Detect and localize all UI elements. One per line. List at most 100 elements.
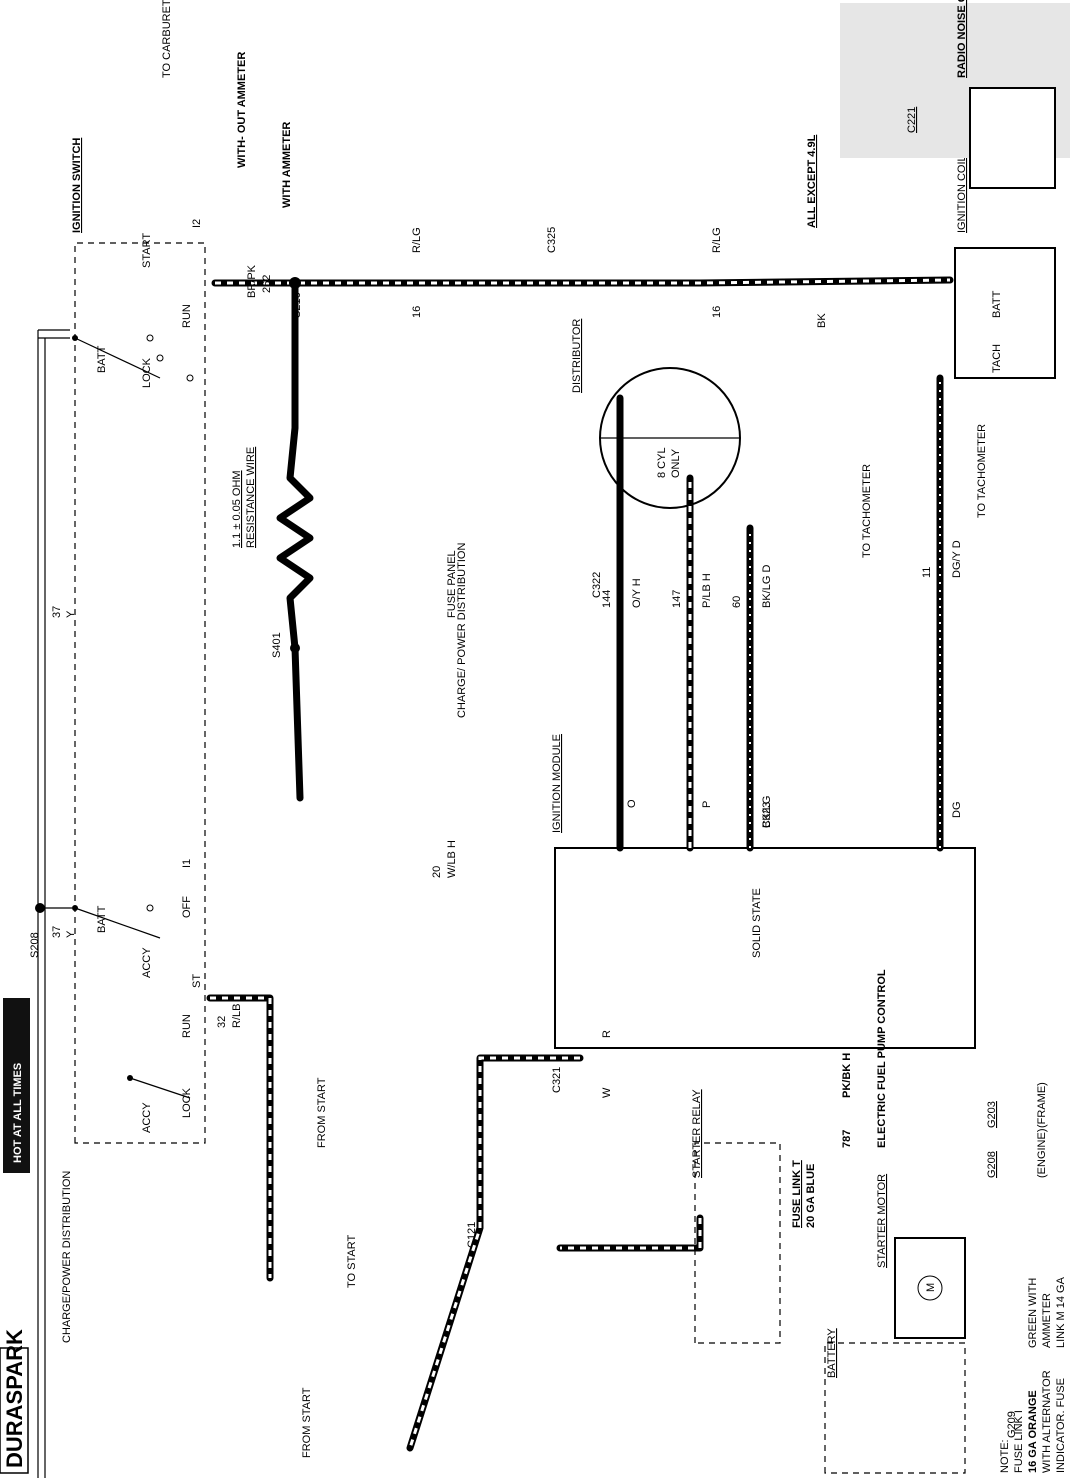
hot-banner-text: HOT AT ALL TIMES bbox=[12, 1063, 24, 1163]
wire-bk: BK bbox=[816, 313, 828, 328]
c221-label: C221 bbox=[906, 107, 918, 133]
subtitle-text: CHARGE/POWER DISTRIBUTION bbox=[61, 1171, 73, 1343]
capacitor-box bbox=[969, 87, 1056, 189]
note-line-7: GREEN WITH bbox=[1027, 1278, 1039, 1348]
wire-oyh: O/Y H bbox=[631, 578, 643, 608]
pos-lock-3: LOCK bbox=[181, 1087, 193, 1118]
ammeter-notes: WITH AMMETER WITH- OUT AMMETER bbox=[236, 52, 293, 208]
fuel-pump-color: PK/BK H bbox=[841, 1053, 853, 1098]
g208-note: (ENGINE) bbox=[1036, 1129, 1048, 1179]
diagram-subtitle: CHARGE/POWER DISTRIBUTION bbox=[61, 1171, 73, 1343]
fuse-link-t-label: FUSE LINK T bbox=[791, 1160, 803, 1228]
wire-rlg-label-2: R/LG bbox=[711, 227, 723, 253]
starter-motor-m: M bbox=[925, 1283, 937, 1292]
note-line-2: FUSE LINK I bbox=[1013, 1410, 1025, 1473]
wire-147: 147 bbox=[671, 590, 683, 608]
radio-capacitor: RADIO NOISE CAPACITOR ALL EXCEPT 4.9L C2… bbox=[806, 0, 1070, 228]
wire-dgyd: DG/Y D bbox=[951, 540, 963, 578]
all-except-label: ALL EXCEPT 4.9L bbox=[806, 134, 818, 228]
wire-262: 262 bbox=[261, 275, 273, 293]
pos-off-2: OFF bbox=[181, 896, 193, 918]
wire-37-label-2: 37 bbox=[51, 926, 63, 938]
dest-charge-power: CHARGE/ POWER DISTRIBUTION bbox=[456, 543, 468, 718]
note-line-8: AMMETER bbox=[1041, 1293, 1053, 1348]
grounds: G208 (ENGINE) G203 (FRAME) bbox=[986, 1082, 1048, 1178]
pos-accy-3: ACCY bbox=[141, 1102, 153, 1133]
fuse-link-t-spec: 20 GA BLUE bbox=[805, 1164, 817, 1228]
g203-label: G209 bbox=[1006, 1411, 1018, 1438]
module-outputs: 144 O/Y H 147 P/LB H 60 BK/LG D 11 DG/Y … bbox=[601, 374, 963, 852]
ignition-coil-label: IGNITION COIL bbox=[956, 155, 968, 233]
note-line-5: INDICATOR. FUSE bbox=[1055, 1378, 1067, 1473]
connector-labels: C322 C321 C121 8 CYL ONLY bbox=[466, 447, 682, 1248]
wire-p: P bbox=[701, 801, 713, 808]
distributor: DISTRIBUTOR bbox=[571, 319, 741, 509]
wire-144: 144 bbox=[601, 590, 613, 608]
starter-relay-label: STARTER RELAY bbox=[691, 1089, 703, 1178]
wire-60: 60 bbox=[731, 596, 743, 608]
pos-lock-1: LOCK bbox=[141, 357, 153, 388]
coil-batt-label: BATT bbox=[991, 290, 1003, 318]
wire-w: W bbox=[601, 1087, 613, 1098]
note-line-1: NOTE: bbox=[999, 1439, 1011, 1473]
splice-s401 bbox=[290, 643, 300, 653]
starter-relay: STARTER RELAY bbox=[691, 1089, 781, 1344]
g209-note: (FRAME) bbox=[1036, 1082, 1048, 1128]
c325-label: C325 bbox=[546, 227, 558, 253]
wire-y-label-2: Y bbox=[65, 930, 77, 938]
wire-wlbh: W/LB H bbox=[446, 840, 458, 878]
starter-motor: M STARTER MOTOR bbox=[876, 1174, 966, 1339]
fuse-link-t: FUSE LINK T 20 GA BLUE bbox=[791, 1160, 817, 1228]
pos-batt-2: BATT bbox=[96, 905, 108, 933]
switch-group-st: ACCY LOCK RUN ST bbox=[127, 974, 203, 1133]
coil-tach-label: TACH bbox=[991, 344, 1003, 373]
wire-y-label: Y bbox=[65, 610, 77, 618]
term-i2: I2 bbox=[191, 219, 203, 228]
switch-group-i1: BATT ACCY OFF I1 bbox=[72, 859, 193, 978]
distributor-label: DISTRIBUTOR bbox=[571, 319, 583, 393]
ignition-coil: IGNITION COIL BATT TACH bbox=[954, 155, 1056, 379]
note-line-4: WITH ALTERNATOR bbox=[1041, 1370, 1053, 1473]
with-ammeter: WITH AMMETER bbox=[281, 122, 293, 208]
ignition-module-box bbox=[554, 847, 976, 1049]
hot-at-all-times-banner bbox=[3, 998, 30, 1173]
c323-label: C323 bbox=[761, 802, 773, 828]
term-i1: I1 bbox=[181, 859, 193, 868]
wire-dg: DG bbox=[951, 802, 963, 819]
ignition-module-label: IGNITION MODULE bbox=[551, 734, 563, 833]
resistance-wire: 1.1 ± 0.05 OHM RESISTANCE WIRE S401 bbox=[231, 279, 314, 802]
wire-rlg-label: R/LG bbox=[411, 227, 423, 253]
wire-o: O bbox=[626, 799, 638, 808]
pos-accy-2: ACCY bbox=[141, 947, 153, 978]
starter-motor-label: STARTER MOTOR bbox=[876, 1174, 888, 1268]
without-ammeter: WITH- OUT AMMETER bbox=[236, 52, 248, 168]
ignition-switch-outline bbox=[74, 242, 206, 1144]
hot-bus: S208 37 Y 37 Y bbox=[29, 329, 77, 1478]
ignition-module: IGNITION MODULE SOLID STATE C323 bbox=[551, 734, 976, 1049]
s208-label: S208 bbox=[29, 932, 41, 958]
c321-label: C321 bbox=[551, 1067, 563, 1093]
term-st: ST bbox=[191, 974, 203, 988]
destinations: TO CARBURETOR CONTROL FUSE PANEL CHARGE/… bbox=[161, 0, 988, 1458]
starter-relay-outline bbox=[694, 1142, 781, 1344]
fuel-pump-wire: 787 bbox=[841, 1130, 853, 1148]
wire-brpk: BR/PK bbox=[246, 264, 258, 298]
resistance-value: 1.1 ± 0.05 OHM bbox=[231, 470, 243, 548]
dest-to-start: TO START bbox=[346, 1235, 358, 1288]
wire-16-label-2: 16 bbox=[711, 306, 723, 318]
pos-start-1: START bbox=[141, 233, 153, 268]
battery-label: BATTERY bbox=[826, 1328, 838, 1378]
eight-cyl-2: ONLY bbox=[670, 448, 682, 478]
pos-run-3: RUN bbox=[181, 1014, 193, 1038]
dest-from-start-1: FROM START bbox=[316, 1077, 328, 1148]
dest-from-start-2: FROM START bbox=[301, 1387, 313, 1458]
title-box bbox=[0, 1347, 29, 1474]
g208-label: G208 bbox=[986, 1151, 998, 1178]
note-line-3: 16 GA ORANGE bbox=[1027, 1390, 1039, 1473]
note-block: NOTE: FUSE LINK I 16 GA ORANGE WITH ALTE… bbox=[999, 1276, 1067, 1473]
wire-bklgd: BK/LG D bbox=[761, 565, 773, 608]
ignition-switch-label: IGNITION SWITCH bbox=[71, 138, 83, 233]
switch-group-i2: BATT LOCK RUN START I2 bbox=[72, 219, 203, 388]
